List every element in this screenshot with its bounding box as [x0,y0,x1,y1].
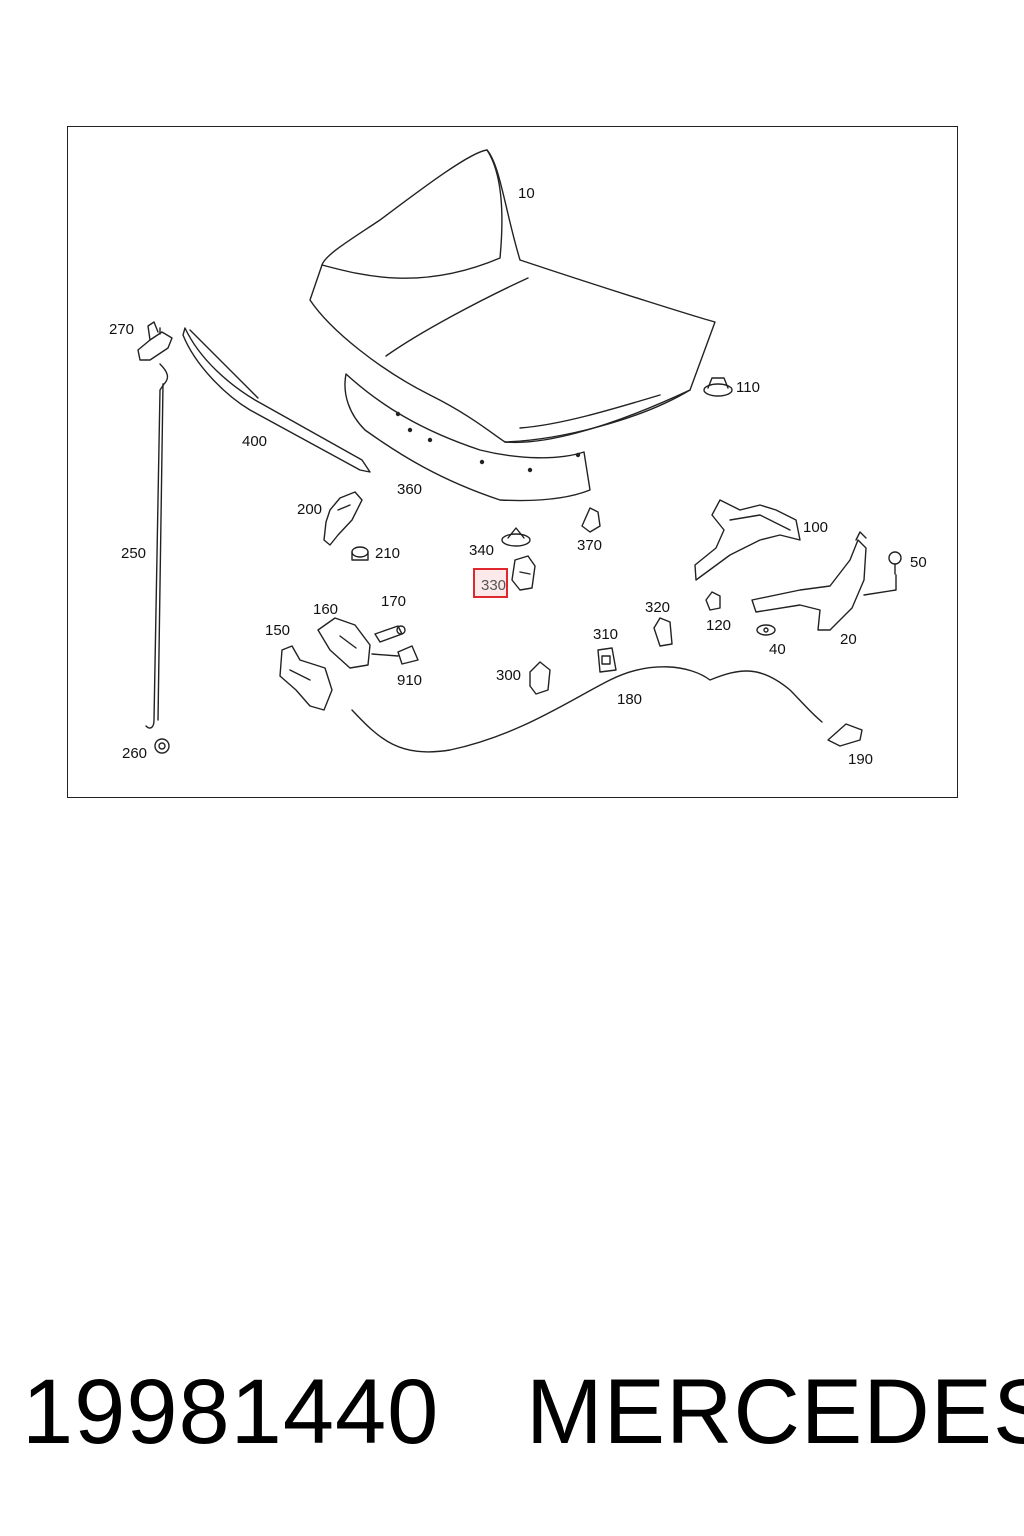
callout-10: 10 [518,185,535,202]
callout-340: 340 [469,542,495,559]
handle-190 [827,723,863,747]
callout-310: 310 [593,626,619,643]
callout-100: 100 [803,519,829,536]
latch-160 [317,617,371,669]
brand-name: MERCEDES [526,1361,1024,1463]
diagram-frame [67,126,958,798]
callout-160: 160 [313,601,339,618]
callout-190: 190 [848,751,874,768]
callout-360: 360 [397,481,423,498]
clip-330 [511,555,536,591]
callout-110: 110 [736,379,760,396]
clip-910 [371,645,419,665]
callout-910: 910 [397,672,423,689]
nut-210 [351,546,369,561]
cable-180 [351,666,823,753]
clip-320 [653,617,673,647]
callout-400: 400 [242,433,268,450]
washer-40 [756,624,776,636]
callout-180: 180 [617,691,643,708]
bracket-200 [323,491,363,546]
bolt-170 [374,625,406,643]
bolt-50 [888,551,902,575]
clip-370 [581,507,601,533]
cover-100 [694,499,801,581]
hood-panel-10 [309,149,716,444]
lock-150 [279,645,333,711]
callout-260: 260 [122,745,148,762]
callout-320: 320 [645,599,671,616]
buffer-340 [501,527,531,547]
callout-150: 150 [265,622,291,639]
clip-120 [705,591,721,611]
highlighted-callout-330[interactable]: 330 [473,568,508,598]
insulation-mat-360 [344,373,591,502]
callout-330: 330 [481,577,507,594]
product-footer: 19981440 MERCEDES [0,1362,1024,1472]
hinge-20 [751,531,897,631]
callout-170: 170 [381,593,407,610]
callout-40: 40 [769,641,786,658]
seal-strip-400 [182,327,371,473]
callout-370: 370 [577,537,603,554]
callout-200: 200 [297,501,323,518]
part-number: 19981440 [22,1361,440,1463]
clip-300 [529,661,551,695]
grommet-260 [154,738,170,754]
block-310 [597,647,617,673]
callout-120: 120 [706,617,732,634]
callout-20: 20 [840,631,857,648]
callout-50: 50 [910,554,927,571]
support-rod-250 [145,363,169,729]
grommet-110 [703,377,733,397]
callout-210: 210 [375,545,401,562]
callout-250: 250 [121,545,147,562]
callout-300: 300 [496,667,522,684]
bracket-270 [137,321,173,361]
callout-270: 270 [109,321,135,338]
